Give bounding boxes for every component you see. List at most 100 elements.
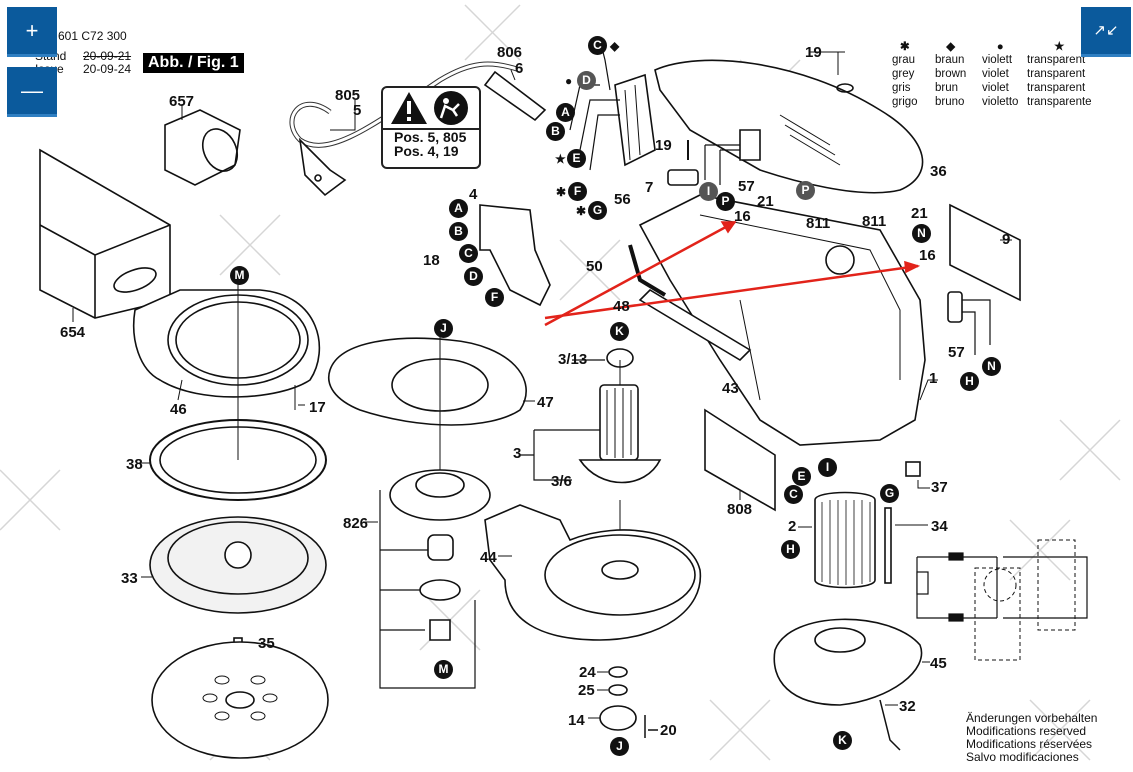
stand-date-old: 20-09-21 [83,49,132,63]
part-label: 20 [660,722,677,739]
star-icon: ★ [1054,41,1065,53]
part-label: 808 [727,501,753,518]
legend-word: transparent [1027,54,1086,66]
color-mark-icon: ● [565,74,573,88]
legend-word: brun [935,82,959,94]
part-label: 7 [645,179,654,196]
part-label: 806 [497,44,523,61]
part-label: 3/13 [558,351,588,368]
asterisk-icon: ✱ [899,41,910,53]
callout-badge: K [610,322,629,341]
legend-word: violett [982,54,1013,66]
warning-line-2: Pos. 4, 19 [394,143,459,159]
legend-word: grigo [892,96,918,108]
legend-word: violetto [982,96,1019,108]
dot-icon: ● [996,41,1004,53]
part-label: 34 [931,518,948,535]
part-label: 811 [806,215,831,232]
part-number: 0 601 C72 300 [48,29,127,43]
part-label: 5 [353,102,362,119]
part-label: 57 [738,178,755,195]
legend-col-brown: ◆ braun brown brun bruno [935,40,966,109]
warning-line-1: Pos. 5, 805 [394,129,467,145]
callout-badge: E [792,467,811,486]
legend-word: transparent [1027,68,1086,80]
color-mark-icon: ★ [555,152,566,166]
part-label: 4 [469,186,478,203]
part-label: 9 [1002,231,1011,248]
callout-badge: N [982,357,1001,376]
part-label: 48 [613,298,630,315]
part-label: 657 [169,93,195,110]
callout-badge: H [781,540,800,559]
part-label: 36 [930,163,947,180]
legend-word: violet [982,82,1009,94]
legend-word: violet [982,68,1009,80]
callout-badge: M [230,266,249,285]
part-label: 811 [862,213,887,230]
part-label: 45 [930,655,947,672]
legend-col-grey: ✱ grau grey gris grigo [892,40,918,109]
safety-warning-box: Pos. 5, 805 Pos. 4, 19 [381,86,481,169]
part-label: 35 [258,635,275,652]
part-label: 16 [734,208,751,225]
color-mark-icon: ✱ [556,185,567,199]
zoom-in-button[interactable]: + [7,7,57,57]
callout-badge: C [784,485,803,504]
callout-badge: J [610,737,629,756]
part-label: 57 [948,344,965,361]
part-label: 14 [568,712,585,729]
part-label: 16 [919,247,936,264]
legend-col-transparent: ★ transparent transparent transparent tr… [1027,40,1092,109]
exit-fullscreen-button[interactable]: ↗↙ [1081,7,1131,57]
callout-badge: D [577,71,596,90]
part-label: 3/6 [551,473,572,490]
legend-col-violet: ● violett violet violet violetto [982,40,1018,109]
callout-badge: B [546,122,565,141]
callout-badge: G [880,484,899,503]
part-label: 37 [931,479,948,496]
part-label: 44 [480,549,497,566]
legend-word: bruno [935,96,965,108]
callout-badge: A [556,103,575,122]
modification-notes: Änderungen vorbehalten Modifications res… [966,712,1097,764]
part-label: 38 [126,456,143,473]
collapse-arrows-icon: ↗↙ [1093,22,1119,39]
part-label: 3 [513,445,522,462]
part-label: 19 [655,137,672,154]
color-mark-icon: ◆ [610,39,620,53]
part-label: 33 [121,570,138,587]
callout-badge: M [434,660,453,679]
note-line: Modifications réservées [966,737,1093,751]
callout-badge: N [912,224,931,243]
part-label: 654 [60,324,86,341]
callout-badge: P [796,181,815,200]
zoom-out-button[interactable]: — [7,67,57,117]
part-label: 18 [423,252,440,269]
callout-badge: P [716,192,735,211]
callout-badge: K [833,731,852,750]
part-label: 32 [899,698,916,715]
part-label: 56 [614,191,631,208]
callout-badge: I [699,182,718,201]
callout-badge: F [485,288,504,307]
legend-word: transparent [1027,82,1086,94]
part-label: 1 [929,370,938,387]
part-label: 2 [788,518,797,535]
callout-badge: B [449,222,468,241]
legend-word: grau [892,54,916,66]
callout-badge: H [960,372,979,391]
diamond-icon: ◆ [946,41,956,53]
legend-word: gris [892,82,911,94]
note-line: Änderungen vorbehalten [966,711,1098,725]
callout-badge: D [464,267,483,286]
legend-word: grey [892,68,915,80]
plus-icon: + [25,18,39,43]
callout-badge: A [449,199,468,218]
part-label: 46 [170,401,187,418]
part-label: 47 [537,394,554,411]
drawing-lines [39,39,1088,759]
callout-badge: G [588,201,607,220]
minus-icon: — [21,78,43,103]
